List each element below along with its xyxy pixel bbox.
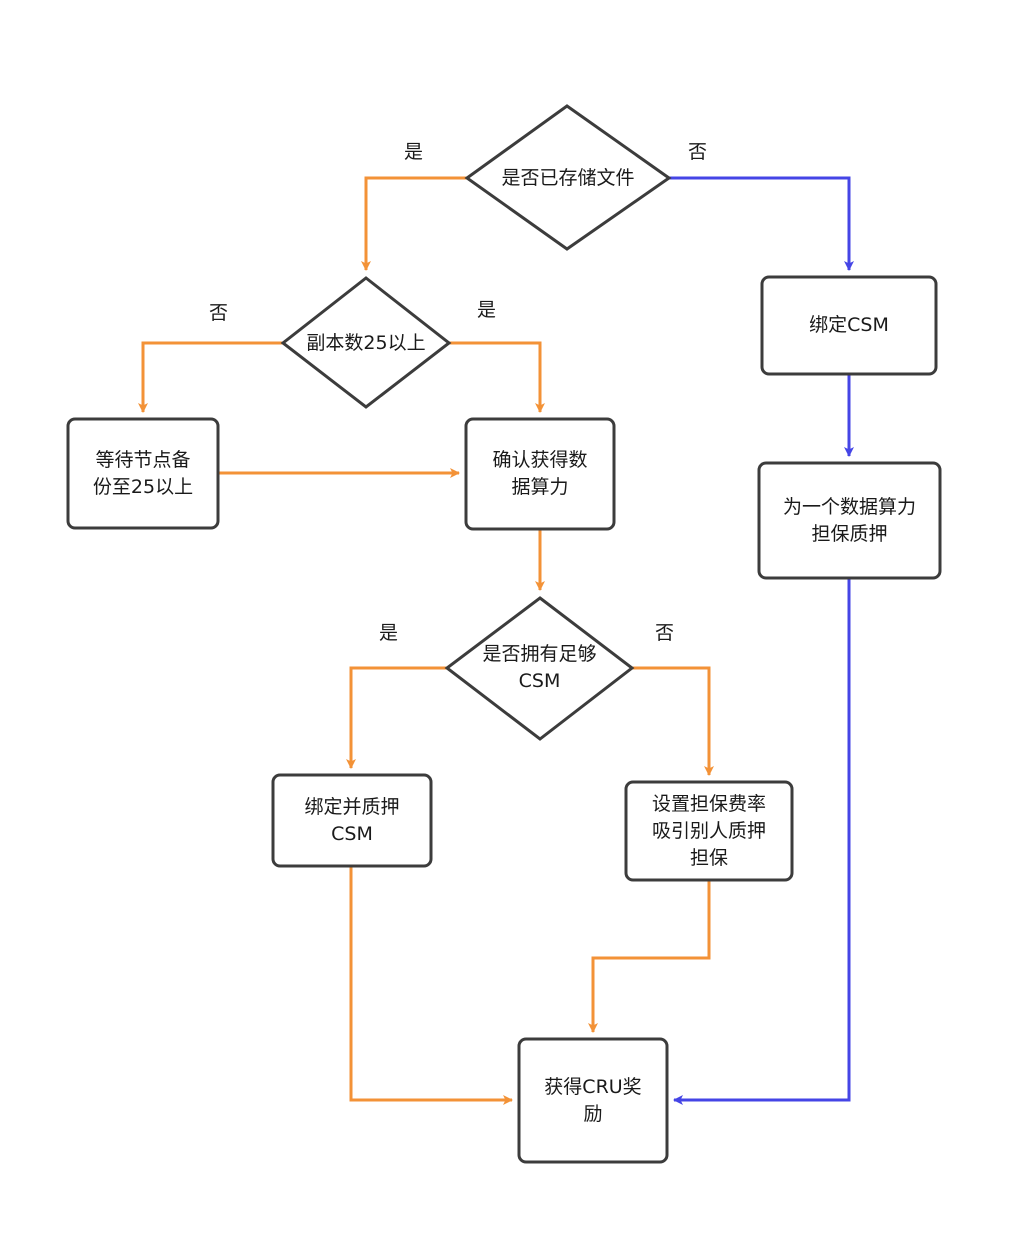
decision-enough-csm-text: 是否拥有足够 CSM [482, 643, 597, 692]
label-csm-no: 否 [655, 622, 675, 644]
box-wait-backup [66, 417, 220, 530]
label-replicas-yes: 是 [477, 299, 497, 321]
decision-stored-file-text: 是否已存储文件 [501, 166, 635, 189]
decision-replicas [280, 276, 452, 409]
box-bind-csm [760, 275, 938, 376]
decision-enough-csm [444, 596, 635, 741]
box-confirm-power [464, 417, 616, 531]
box-confirm-power-text: 确认获得数 据算力 [492, 449, 588, 498]
edge-replicas-no [138, 341, 283, 413]
box-wait-backup-text: 等待节点备 份至25以上 [92, 448, 194, 498]
box-set-rate [624, 780, 794, 882]
box-get-reward [517, 1037, 669, 1164]
edge-replicas-yes [449, 341, 545, 413]
edge-stored-no [669, 176, 854, 271]
label-csm-yes: 是 [379, 622, 399, 644]
edge-guarantee-reward [673, 578, 851, 1105]
box-guarantee-pledge [757, 461, 942, 580]
box-get-reward-text: 获得CRU奖 励 [544, 1075, 642, 1125]
decision-stored-file [464, 104, 672, 251]
box-set-rate-text: 设置担保费率 吸引别人质押 担保 [651, 792, 766, 869]
label-stored-no: 否 [688, 141, 708, 163]
edge-bindpledge-reward [349, 866, 513, 1105]
edge-csm-no [632, 666, 714, 776]
edge-csm-yes [346, 666, 447, 769]
label-stored-yes: 是 [404, 141, 424, 163]
box-bind-pledge-text: 绑定并质押 CSM [304, 795, 400, 845]
decision-replicas-text: 副本数25以上 [306, 331, 426, 354]
edge-setrate-reward [588, 880, 711, 1033]
box-bind-csm-text: 绑定CSM [809, 314, 889, 336]
box-bind-pledge [271, 773, 433, 868]
label-replicas-no: 否 [209, 302, 229, 324]
edge-stored-yes [361, 176, 467, 271]
box-guarantee-pledge-text: 为一个数据算力 担保质押 [782, 495, 916, 545]
